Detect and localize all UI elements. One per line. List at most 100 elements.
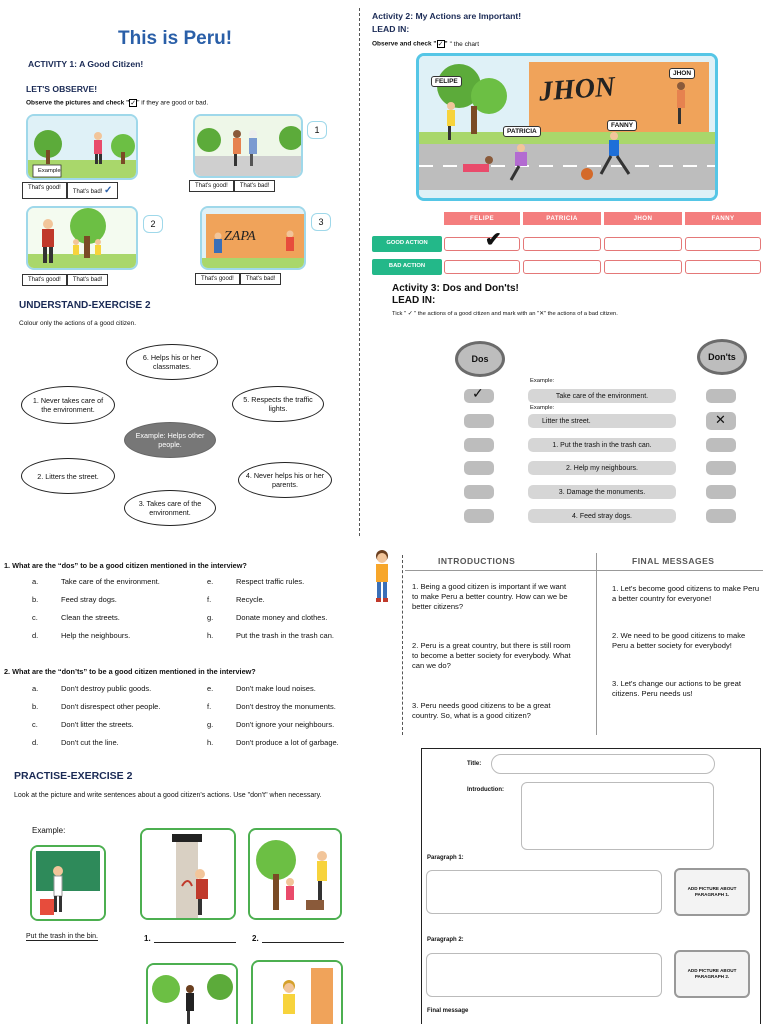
bad-option[interactable]: That's bad!	[233, 180, 276, 192]
action-item: 1. Put the trash in the trash can.	[528, 438, 676, 452]
practise-example-label: Example:	[32, 826, 66, 835]
activity3-lead: LEAD IN:	[392, 295, 436, 306]
good-option[interactable]: That's good!	[195, 273, 240, 285]
character-label-jhon: JHON	[669, 68, 696, 79]
good-option[interactable]: That's good!	[22, 274, 67, 286]
oval-item[interactable]: 3. Takes care of the environment.	[124, 490, 216, 526]
checkbox-icon: ✓	[129, 99, 138, 107]
observe-instruction: Observe the pictures and check "✓" if th…	[26, 99, 209, 107]
paragraph-1-label: Paragraph 1:	[427, 855, 464, 861]
bad-option[interactable]: That's bad! ✓	[66, 182, 119, 199]
list-item: Don't ignore your neighbours.	[236, 720, 335, 729]
action-item: Take care of the environment.	[528, 389, 676, 403]
introduction-input[interactable]	[521, 782, 714, 850]
street-scene-illustration	[419, 56, 715, 198]
example-practise-picture	[30, 845, 106, 921]
oval-item[interactable]: 2. Litters the street.	[21, 458, 115, 494]
intro-item: 3. Peru needs good citizens to be a grea…	[412, 701, 551, 721]
bad-felipe-cell[interactable]	[444, 260, 520, 274]
good-felipe-cell[interactable]: ✔	[444, 230, 520, 251]
practise-picture-2	[248, 828, 342, 920]
picture-1-check-options: That's good! That's bad!	[189, 180, 276, 192]
list-item: Don't produce a lot of garbage.	[236, 738, 339, 747]
list-item: Put the trash in the trash can.	[236, 631, 334, 640]
list-item: Recycle.	[236, 595, 265, 604]
list-item-letter: d.	[32, 738, 39, 747]
girl-illustration	[253, 962, 341, 1024]
good-fanny-cell[interactable]	[685, 237, 761, 251]
number-badge-1: 1	[307, 121, 327, 139]
bad-option[interactable]: That's bad!	[66, 274, 109, 286]
blank-2-line[interactable]	[262, 942, 344, 943]
do-tick-box[interactable]	[464, 485, 494, 499]
list-item-letter: h.	[207, 631, 214, 640]
practise-picture-3	[146, 963, 238, 1024]
monument-graffiti-illustration	[142, 830, 234, 918]
dont-tick-box[interactable]	[706, 461, 736, 475]
paragraph-2-input[interactable]	[426, 953, 662, 997]
do-tick-box[interactable]	[464, 414, 494, 428]
title-input[interactable]	[491, 754, 715, 774]
park-scene-illustration	[28, 116, 136, 178]
dont-tick-box[interactable]	[706, 389, 736, 403]
do-tick-box[interactable]: ✓	[464, 385, 494, 403]
blank-1-line[interactable]	[154, 942, 236, 943]
bad-jhon-cell[interactable]	[604, 260, 682, 274]
example-answer: Put the trash in the bin.	[26, 933, 98, 941]
bad-patricia-cell[interactable]	[523, 260, 601, 274]
list-item-letter: a.	[32, 684, 39, 693]
example-label-1: Example:	[530, 378, 555, 384]
do-tick-box[interactable]	[464, 438, 494, 452]
activity2-heading: Activity 2: My Actions are Important!	[372, 11, 522, 21]
good-option[interactable]: That's good!	[22, 182, 67, 199]
introductions-heading: INTRODUCTIONS	[438, 556, 516, 566]
example-label-2: Example:	[530, 405, 555, 411]
dont-tick-box[interactable]	[706, 509, 736, 523]
activity2-instruction: Observe and check "✓"" the chart	[372, 40, 480, 48]
list-item: Help the neighbours.	[61, 631, 131, 640]
oval-item[interactable]: 4. Never helps his or her parents.	[238, 462, 332, 498]
column-divider	[596, 553, 597, 735]
list-item-letter: c.	[32, 613, 38, 622]
add-picture-1-box[interactable]: ADD PICTURE ABOUT PARAGRAPH 1.	[674, 868, 750, 916]
final-item: 1. Let's become good citizens to make Pe…	[612, 584, 760, 604]
practise-heading: PRACTISE-EXERCISE 2	[14, 770, 133, 782]
checkbox-icon: ✓	[436, 40, 445, 48]
paragraph-1-input[interactable]	[426, 870, 662, 914]
row-header-good: GOOD ACTION	[372, 236, 442, 252]
list-item: Don't litter the streets.	[61, 720, 134, 729]
list-item: Don't make loud noises.	[236, 684, 316, 693]
svg-text:ZAPA: ZAPA	[224, 229, 256, 244]
good-option[interactable]: That's good!	[189, 180, 234, 192]
action-item: 3. Damage the monuments.	[528, 485, 676, 499]
list-item: Don't destroy public goods.	[61, 684, 152, 693]
activity2-lead: LEAD IN:	[372, 24, 410, 34]
bad-option[interactable]: That's bad!	[239, 273, 282, 285]
exercise2-heading: UNDERSTAND-EXERCISE 2	[19, 300, 151, 311]
add-picture-2-box[interactable]: ADD PICTURE ABOUT PARAGRAPH 2.	[674, 950, 750, 998]
example-check-options: That's good! That's bad! ✓	[22, 182, 119, 199]
blank-1-label: 1.	[144, 934, 151, 943]
dont-tick-box[interactable]	[706, 485, 736, 499]
good-jhon-cell[interactable]	[604, 237, 682, 251]
practise-picture-1	[140, 828, 236, 920]
practise-picture-4	[251, 960, 343, 1024]
list-item: Don't destroy the monuments.	[236, 702, 336, 711]
list-item: Clean the streets.	[61, 613, 120, 622]
oval-item[interactable]: 1. Never takes care of the environment.	[21, 386, 115, 424]
column-header-jhon: JHON	[604, 212, 682, 225]
good-patricia-cell[interactable]	[523, 237, 601, 251]
bad-fanny-cell[interactable]	[685, 260, 761, 274]
dont-tick-box[interactable]: ✕	[706, 412, 736, 430]
action-item: 4. Feed stray dogs.	[528, 509, 676, 523]
oval-example: Example: Helps other people.	[124, 422, 216, 458]
do-tick-box[interactable]	[464, 509, 494, 523]
list-item-letter: h.	[207, 738, 214, 747]
list-item: Feed stray dogs.	[61, 595, 117, 604]
do-tick-box[interactable]	[464, 461, 494, 475]
dont-tick-box[interactable]	[706, 438, 736, 452]
blank-2-label: 2.	[252, 934, 259, 943]
oval-item[interactable]: 6. Helps his or her classmates.	[126, 344, 218, 380]
activity3-instruction: Tick " ✓ " the actions of a good citizen…	[392, 311, 618, 317]
oval-item[interactable]: 5. Respects the traffic lights.	[232, 386, 324, 422]
